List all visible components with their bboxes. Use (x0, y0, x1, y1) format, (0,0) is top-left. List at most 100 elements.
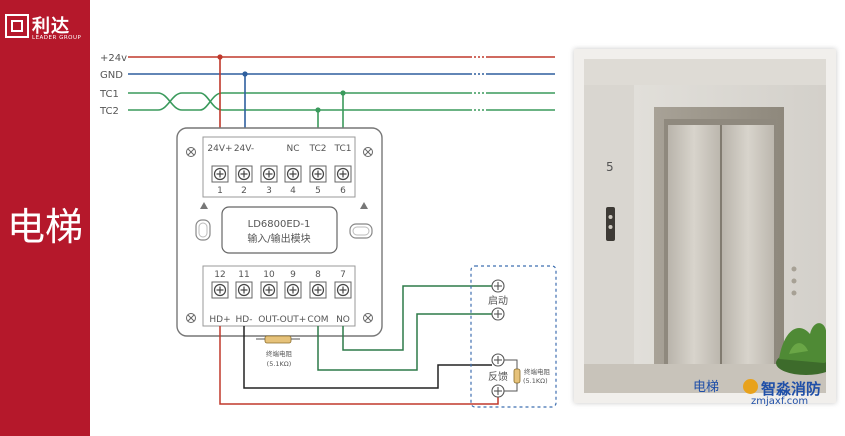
terminal-number-bottom: 8 (315, 270, 321, 280)
terminal-screw-bottom-1 (211, 281, 229, 299)
terminal-screw-bottom-4 (284, 281, 302, 299)
bottom-terminal-block (202, 265, 356, 327)
resistor-left-value: (5.1KΩ) (267, 360, 292, 368)
module-model: LD6800ED-1 (248, 219, 311, 230)
resistor-right-value: (5.1KΩ) (523, 377, 548, 385)
door-left (668, 125, 720, 364)
output-wiring (219, 285, 499, 405)
bus-line-tc2 (128, 92, 555, 111)
bus-label-gnd: GND (100, 70, 123, 81)
watermark: 电梯 智淼消防 zmjaxf.com (693, 376, 843, 416)
io-module: LD6800ED-1 输入/输出模块 11221131049586724V+24… (176, 127, 383, 337)
call-button-icon (608, 215, 613, 219)
floor-number-sign: 5 (606, 160, 614, 174)
device-start-label: 启动 (488, 294, 508, 307)
resistor-left-body (264, 335, 292, 344)
terminal-label-top: NC (286, 144, 299, 154)
top-terminal-block (202, 136, 356, 198)
junction-dot-tc1 (340, 90, 346, 96)
logo-text: 利达 (32, 16, 70, 37)
terminal-screw-top-4 (284, 165, 302, 183)
terminal-label-top: TC1 (334, 144, 352, 154)
arrow-marker-left (200, 202, 208, 209)
terminal-screw-top-6 (334, 165, 352, 183)
module-window-left (195, 219, 211, 241)
wire-hd-plus (219, 326, 499, 405)
terminal-number-top: 6 (340, 186, 346, 196)
terminal-label-top: 24V+ (207, 144, 232, 154)
terminal-screw-top-3 (260, 165, 278, 183)
photo-caption: 电梯 (693, 380, 720, 395)
elevator-photo: 5 (584, 59, 826, 393)
terminal-label-bottom: OUT- (258, 315, 280, 325)
module-label-plate (221, 206, 338, 254)
terminal-label-top: TC2 (309, 144, 327, 154)
sidebar: 利达 LEADER GROUP 电梯 (0, 0, 90, 436)
watermark-brand: 智淼消防 (761, 380, 822, 398)
terminal-number-top: 3 (266, 186, 272, 196)
bus-label-tc2: TC2 (99, 106, 119, 117)
terminal-label-bottom: NO (336, 315, 350, 325)
wiring-diagram: +24v GND TC1 TC2 LD6800ED-1 输入/输出模块 (99, 52, 557, 408)
terminal-number-top: 2 (241, 186, 247, 196)
wire-com (317, 313, 492, 371)
logo-subtext: LEADER GROUP (32, 35, 82, 41)
watermark-url: zmjaxf.com (751, 396, 809, 407)
terminal-screw-top-5 (309, 165, 327, 183)
terminal-label-bottom: COM (307, 315, 328, 325)
side-buttons-icon (791, 266, 797, 296)
terminal-screw-top-2 (235, 165, 253, 183)
bus-label-plus24v: +24v (100, 53, 127, 64)
terminal-screw-bottom-6 (334, 281, 352, 299)
corner-screws (186, 147, 373, 323)
terminal-screw-bottom-5 (309, 281, 327, 299)
junction-dot-tc2 (315, 107, 321, 113)
terminal-number-bottom: 11 (238, 270, 249, 280)
terminal-number-bottom: 9 (290, 270, 296, 280)
plant-icon (776, 323, 826, 375)
bus-lines: +24v GND TC1 TC2 (99, 52, 555, 117)
terminal-screw-bottom-3 (260, 281, 278, 299)
bus-label-tc1: TC1 (99, 89, 119, 100)
call-button-icon (608, 225, 613, 229)
module-window-right (349, 223, 373, 239)
line-break-marks (470, 52, 486, 115)
terminal-number-bottom: 10 (263, 270, 275, 280)
wire-no (342, 285, 492, 351)
junction-dot-gnd (242, 71, 248, 77)
terminal-label-bottom: OUT+ (280, 315, 307, 325)
elevator-photo-frame: 5 (574, 49, 836, 403)
device-feedback-label: 反馈 (488, 370, 508, 383)
module-window-right-inner (352, 226, 370, 236)
bus-line-tc1 (128, 92, 555, 111)
terminal-number-bottom: 12 (214, 270, 225, 280)
resistor-right-body (513, 368, 521, 384)
resistor-right-label: 终端电阻 (524, 367, 551, 376)
module-name: 输入/输出模块 (247, 232, 310, 245)
terminal-number-top: 4 (290, 186, 296, 196)
line-break-dots (470, 56, 486, 111)
ceiling (584, 59, 826, 85)
terminal-screw-bottom-2 (235, 281, 253, 299)
resistor-right-leads (504, 359, 518, 392)
terminal-number-top: 1 (217, 186, 223, 196)
junction-dot-plus24v (217, 54, 223, 60)
module-window-left-inner (198, 222, 208, 238)
brand-logo: 利达 LEADER GROUP (5, 10, 90, 46)
terminal-label-bottom: HD+ (209, 315, 230, 325)
terminal-screw-top-1 (211, 165, 229, 183)
watermark-logo-icon (743, 379, 758, 394)
resistor-left-label: 终端电阻 (266, 349, 293, 358)
wire-hd-minus (243, 326, 492, 389)
terminal-label-bottom: HD- (236, 315, 253, 325)
sidebar-title: 电梯 (6, 205, 83, 249)
end-resistor-left: 终端电阻 (5.1KΩ) (256, 335, 300, 368)
logo-mark-icon (5, 14, 29, 38)
arrow-marker-right (360, 202, 368, 209)
call-panel (606, 207, 615, 241)
door-right (722, 125, 774, 364)
field-device-box (470, 265, 557, 408)
elevator-illustration: 5 (584, 59, 826, 393)
terminal-number-top: 5 (315, 186, 321, 196)
